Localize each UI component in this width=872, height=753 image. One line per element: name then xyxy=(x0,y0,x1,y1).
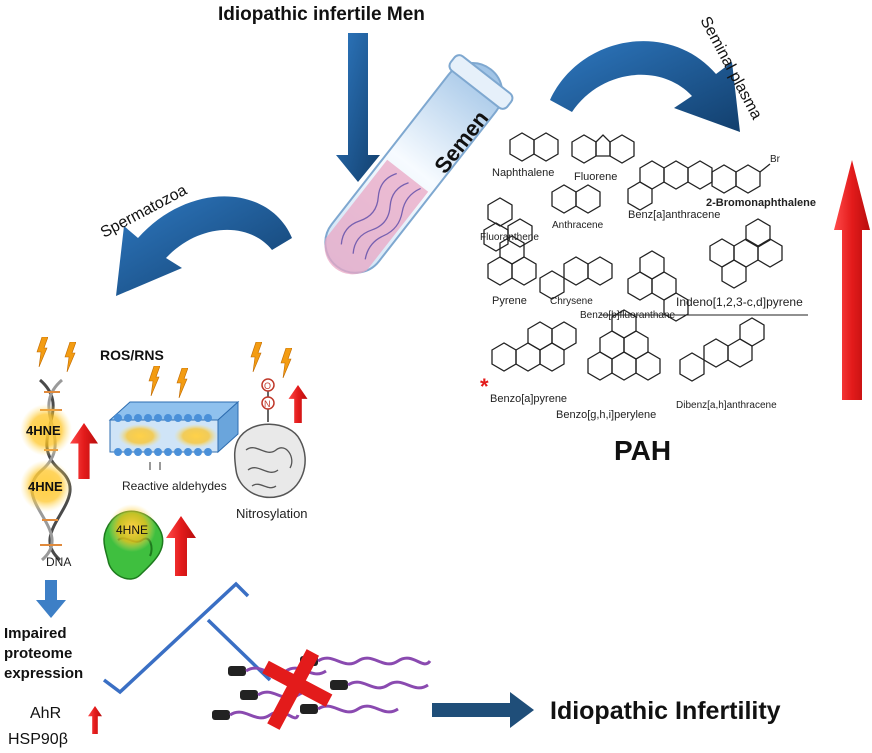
pah-compound-label: Chrysene xyxy=(550,296,593,307)
ahr-label: AhR xyxy=(30,705,61,722)
hne-label-dna-1: 4HNE xyxy=(26,423,61,438)
hne-label-dna-2: 4HNE xyxy=(28,479,63,494)
main-title: Idiopathic infertile Men xyxy=(218,4,425,25)
nitrosylated-protein-icon xyxy=(233,378,306,499)
pah-compound-labels: Naphthalene Fluorene 2-BromonaphthaleneFlu… xyxy=(480,167,816,421)
increase-arrow-icon xyxy=(166,516,196,576)
increase-arrow-large-icon xyxy=(834,160,870,400)
hsp-label: HSP90β xyxy=(8,731,68,748)
test-tube-icon xyxy=(324,54,514,275)
lightning-icon xyxy=(64,342,76,372)
dna-label: DNA xyxy=(46,555,71,569)
pah-compound-label: Naphthalene xyxy=(492,167,554,179)
outcome-label: Idiopathic Infertility xyxy=(550,697,781,725)
increase-arrow-icon xyxy=(288,385,308,423)
pah-compound-label: Benz[a]anthracene xyxy=(628,209,720,221)
increase-arrow-icon xyxy=(88,706,102,734)
ros-rns-label: ROS/RNS xyxy=(100,347,164,363)
lightning-icon xyxy=(280,348,292,378)
curved-arrow-left-icon xyxy=(116,196,292,296)
increase-arrow-icon xyxy=(70,423,98,479)
hne-glow-1 xyxy=(20,404,72,456)
curved-arrow-right-icon xyxy=(550,41,740,132)
hne-glow-3 xyxy=(108,504,156,552)
convergence-bracket xyxy=(102,581,272,695)
nitrosylation-label: Nitrosylation xyxy=(236,506,308,521)
pah-compound-label: Benzo[g,h,i]perylene xyxy=(556,409,656,421)
nitroso-n-label: N xyxy=(264,399,271,409)
decrease-arrow-icon xyxy=(36,580,66,618)
pah-compound-label: Indeno[1,2,3-c,d]pyrene xyxy=(676,295,803,309)
pah-compound-label: Benzo[b]fluoranthane xyxy=(580,310,676,321)
pah-compound-label: Dibenz[a,h]anthracene xyxy=(676,400,777,411)
lightning-icon xyxy=(176,368,188,398)
impaired-line-1: Impaired xyxy=(4,625,67,642)
hne-glow-2 xyxy=(20,460,72,512)
pah-title: PAH xyxy=(614,435,671,466)
pah-compound-label: Fluoranthene xyxy=(480,232,539,243)
carcinogen-asterisk: * xyxy=(480,374,489,399)
bromo-label: Br xyxy=(770,154,781,165)
pah-compound-label: Pyrene xyxy=(492,295,527,307)
pah-structures xyxy=(483,132,808,382)
cross-icon xyxy=(262,649,333,730)
outcome-arrow-icon xyxy=(432,692,534,728)
nitroso-o-label: O xyxy=(264,381,271,391)
lightning-icon xyxy=(36,337,48,367)
impaired-line-2: proteome xyxy=(4,645,72,662)
pah-compound-label: Anthracene xyxy=(552,220,604,231)
hne-label-protein: 4HNE xyxy=(116,523,148,537)
down-arrow-icon xyxy=(336,33,380,182)
sperm-cells-icon xyxy=(212,656,432,720)
pah-compound-label: Benzo[a]pyrene xyxy=(490,393,567,405)
lipid-membrane-icon xyxy=(108,400,240,470)
reactive-aldehydes-label: Reactive aldehydes xyxy=(122,479,227,493)
impaired-line-3: expression xyxy=(4,665,83,682)
pah-compound-label: 2-Bromonaphthalene xyxy=(706,197,816,209)
pah-compound-label: Fluorene xyxy=(574,171,617,183)
lightning-icon xyxy=(148,366,160,396)
lightning-icon xyxy=(250,342,262,372)
